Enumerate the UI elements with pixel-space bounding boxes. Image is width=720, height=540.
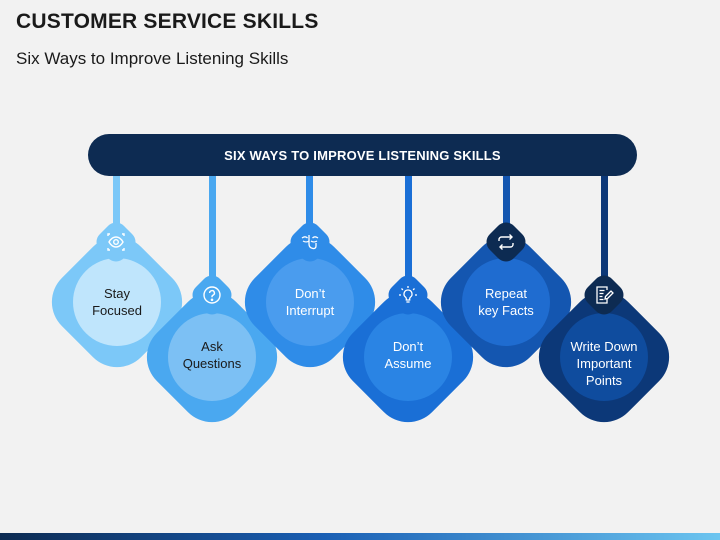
step-label: Don’t Interrupt xyxy=(260,285,360,319)
step-label-line: Interrupt xyxy=(285,303,335,318)
banner: SIX WAYS TO IMPROVE LISTENING SKILLS xyxy=(88,134,637,176)
step-label-line: Don’t xyxy=(392,339,424,354)
step-write-down-important-points xyxy=(524,277,684,437)
repeat-badge xyxy=(481,217,531,267)
page-subtitle: Six Ways to Improve Listening Skills xyxy=(16,49,289,68)
question-icon xyxy=(203,286,221,304)
lightbulb-badge xyxy=(383,270,433,320)
step-label-line: Focused xyxy=(92,303,142,318)
step-core xyxy=(73,258,161,346)
step-label-line: Questions xyxy=(182,356,242,371)
step-core xyxy=(462,258,550,346)
step-label-line: Assume xyxy=(384,356,432,371)
step-label: Don’t Assume xyxy=(358,338,458,372)
step-stay-focused xyxy=(37,222,197,382)
connector-stay-focused xyxy=(113,170,120,240)
notes-icon xyxy=(596,286,614,304)
connector-dont-assume xyxy=(405,170,412,288)
lightbulb-icon xyxy=(399,286,417,303)
step-core xyxy=(364,313,452,401)
step-ask-questions xyxy=(132,277,292,437)
step-label-line: Write Down xyxy=(570,339,638,354)
step-label-line: Repeat xyxy=(485,286,527,301)
banner-label: SIX WAYS TO IMPROVE LISTENING SKILLS xyxy=(224,147,501,163)
repeat-icon xyxy=(498,234,514,250)
step-label-line: key Facts xyxy=(478,303,534,318)
question-badge xyxy=(187,270,237,320)
page-title: CUSTOMER SERVICE SKILLS xyxy=(16,10,319,33)
connector-repeat-key-facts xyxy=(503,170,510,240)
step-label: Repeat key Facts xyxy=(456,285,556,319)
step-dont-assume xyxy=(328,277,488,437)
step-core xyxy=(560,313,648,401)
footer-accent-bar xyxy=(0,533,720,540)
step-label: Stay Focused xyxy=(67,285,167,319)
step-label-line: Important xyxy=(576,356,632,371)
hush-badge xyxy=(285,217,335,267)
step-label-line: Ask xyxy=(201,339,223,354)
connector-dont-interrupt xyxy=(306,170,313,240)
step-core xyxy=(168,313,256,401)
step-label-line: Points xyxy=(585,373,623,388)
step-label: Ask Questions xyxy=(162,338,262,372)
step-repeat-key-facts xyxy=(426,222,586,382)
step-dont-interrupt xyxy=(230,222,390,382)
notes-badge xyxy=(579,270,629,320)
step-label: Write Down Important Points xyxy=(554,338,654,389)
step-core xyxy=(266,258,354,346)
step-label-line: Stay xyxy=(103,286,130,301)
connector-write-down xyxy=(601,170,608,288)
step-label-line: Don’t xyxy=(294,286,326,301)
eye-badge xyxy=(91,217,141,267)
hush-icon xyxy=(301,235,319,250)
eye-icon xyxy=(107,233,125,251)
connector-ask-questions xyxy=(209,170,216,288)
